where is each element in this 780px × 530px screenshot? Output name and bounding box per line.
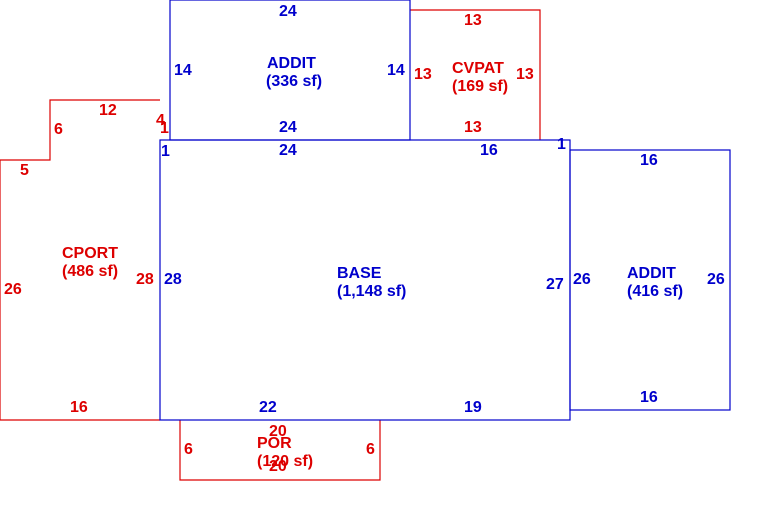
cport-outline: [0, 99, 160, 421]
addit-right-outline: [569, 149, 731, 411]
por-dim-left: 6: [184, 441, 193, 458]
base-dim-left: 28: [164, 271, 182, 288]
cvpat-area: (169 sf): [452, 78, 509, 95]
cport-dim-right: 28: [136, 271, 154, 288]
addit-right-name: ADDIT: [627, 265, 676, 282]
base-dim-right: 27: [546, 276, 564, 293]
cvpat-dim-left: 13: [414, 66, 432, 83]
addit-right-area: (416 sf): [627, 283, 684, 300]
addit-right-dim-bottom: 16: [640, 389, 658, 406]
base-dim-bottom-right: 19: [464, 399, 482, 416]
por-area: (120 sf): [257, 453, 314, 470]
por-outline: [179, 420, 381, 481]
cvpat-outline: [410, 9, 541, 140]
por-label: POR (120 sf): [257, 435, 313, 471]
cport-dim-notch-a: 4: [156, 112, 165, 129]
por-dim-bottom: 20: [269, 458, 287, 475]
cvpat-dim-top: 13: [464, 12, 482, 29]
base-dim-bottom-left: 22: [259, 399, 277, 416]
base-dim-corner-left: 1: [161, 143, 170, 160]
cport-dim-top: 12: [99, 102, 117, 119]
por-dim-top: 20: [269, 423, 287, 440]
addit-right-label: ADDIT (416 sf): [627, 265, 683, 301]
por-dim-right: 6: [366, 441, 375, 458]
addit-top-dim-top: 24: [279, 3, 297, 20]
base-dim-top-right: 16: [480, 142, 498, 159]
addit-top-dim-right: 14: [387, 62, 405, 79]
cvpat-dim-right: 13: [516, 66, 534, 83]
addit-top-name: ADDIT: [267, 55, 316, 72]
addit-right-dim-top: 16: [640, 152, 658, 169]
addit-top-label: ADDIT (336 sf): [266, 55, 322, 91]
base-dim-top-left: 24: [279, 142, 297, 159]
base-dim-corner-right: 1: [557, 136, 566, 153]
cvpat-name: CVPAT: [452, 60, 504, 77]
addit-top-dim-bottom: 24: [279, 119, 297, 136]
cport-dim-ledge: 5: [20, 162, 29, 179]
addit-right-dim-right: 26: [707, 271, 725, 288]
base-name: BASE: [337, 265, 382, 282]
cport-dim-left: 26: [4, 281, 22, 298]
cport-dim-notch-b: 1: [160, 120, 169, 137]
cvpat-label: CVPAT (169 sf): [452, 60, 508, 96]
addit-top-dim-left: 14: [174, 62, 192, 79]
addit-top-area: (336 sf): [266, 73, 323, 90]
cvpat-dim-bottom: 13: [464, 119, 482, 136]
cport-label: CPORT (486 sf): [62, 245, 118, 281]
cport-name: CPORT: [62, 245, 118, 262]
cport-dim-bottom: 16: [70, 399, 88, 416]
cport-dim-step: 6: [54, 121, 63, 138]
cport-area: (486 sf): [62, 263, 119, 280]
base-area: (1,148 sf): [337, 283, 407, 300]
base-label: BASE (1,148 sf): [337, 265, 406, 301]
addit-right-dim-left: 26: [573, 271, 591, 288]
por-name: POR: [257, 435, 292, 452]
